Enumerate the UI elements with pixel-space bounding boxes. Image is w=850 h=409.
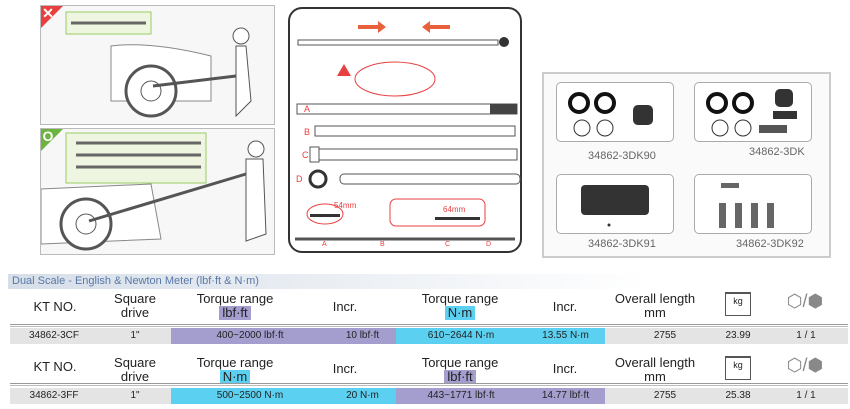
header-text: mm bbox=[644, 305, 666, 320]
header-incr-1: Incr. bbox=[332, 361, 358, 376]
header-text: Torque range bbox=[421, 355, 499, 370]
kt-no: 34862-3CF bbox=[28, 330, 80, 341]
kit-code: 34862-3DK92 bbox=[736, 238, 804, 250]
package-quantity-icon: ⬡/⬢ bbox=[786, 291, 824, 311]
part-label-d: D bbox=[296, 174, 303, 184]
weight-kg-icon: kg bbox=[725, 292, 751, 316]
weight-kg-icon: kg bbox=[725, 356, 751, 380]
header-incr-2: Incr. bbox=[552, 361, 578, 376]
header-text: Torque range bbox=[196, 355, 274, 370]
kit-code: 34862-3DK90 bbox=[588, 150, 656, 162]
assembly-label-a: A bbox=[322, 241, 327, 248]
header-text: Square bbox=[114, 291, 156, 306]
torque-range-1: 500~2500 N·m bbox=[171, 388, 329, 404]
header-text: mm bbox=[644, 369, 666, 384]
kit-image-3dk92 bbox=[694, 174, 812, 234]
part-label-c: C bbox=[302, 150, 309, 160]
pin-length-54: 54mm bbox=[334, 201, 357, 210]
torque-range-2: 610~2644 N·m bbox=[396, 328, 526, 344]
overall-length: 2755 bbox=[653, 390, 677, 401]
header-text: Torque range bbox=[196, 291, 274, 306]
wrench-assembly-drawing bbox=[295, 21, 521, 241]
assembly-label-d: D bbox=[486, 241, 492, 248]
weight: 23.99 bbox=[725, 330, 751, 341]
kit-image-3dk bbox=[694, 82, 812, 142]
header-text: drive bbox=[120, 305, 150, 320]
incr-1: 20 N·m bbox=[329, 388, 396, 404]
kit-code: 34862-3DK91 bbox=[588, 238, 656, 250]
square-drive: 1" bbox=[130, 330, 140, 341]
weight: 25.38 bbox=[725, 390, 751, 401]
part-label-b: B bbox=[304, 127, 311, 137]
correct-usage-illustration: O bbox=[40, 128, 275, 255]
table-title: Dual Scale - English & Newton Meter (lbf… bbox=[8, 274, 648, 289]
assembly-diagram: A B C D 54mm 64mm A B C D bbox=[288, 7, 522, 253]
square-drive: 1" bbox=[130, 390, 140, 401]
header-kt-no: KT NO. bbox=[33, 299, 77, 314]
kt-no: 34862-3FF bbox=[29, 390, 79, 401]
incorrect-usage-illustration: ✕ bbox=[40, 5, 275, 125]
header-text: Overall length bbox=[614, 355, 696, 370]
wrench-truck-wrong-illustration bbox=[65, 11, 252, 118]
unit-badge: lbf·ft bbox=[444, 370, 476, 384]
unit-badge: N·m bbox=[219, 370, 251, 384]
header-text: Torque range bbox=[421, 291, 499, 306]
divider bbox=[10, 383, 848, 386]
assembly-label-b: B bbox=[380, 241, 385, 248]
unit-badge: lbf·ft bbox=[219, 306, 251, 320]
package-quantity-icon: ⬡/⬢ bbox=[786, 355, 824, 375]
kit-code: 34862-3DK bbox=[749, 146, 805, 158]
header-text: drive bbox=[120, 369, 150, 384]
header-incr-1: Incr. bbox=[332, 299, 358, 314]
repair-kits-panel: 34862-3DK90 34862-3DK 34862-3DK91 34862-… bbox=[542, 72, 831, 258]
part-label-a: A bbox=[304, 104, 311, 114]
unit-badge: N·m bbox=[444, 306, 476, 320]
torque-range-2: 443~1771 lbf·ft bbox=[396, 388, 526, 404]
table-row: 34862-3CF 1" 400~2000 lbf·ft 10 lbf·ft 6… bbox=[10, 328, 848, 344]
header-text: Overall length bbox=[614, 291, 696, 306]
incr-2: 14.77 lbf·ft bbox=[526, 388, 605, 404]
table-row: 34862-3FF 1" 500~2500 N·m 20 N·m 443~177… bbox=[10, 388, 848, 404]
package-quantity: 1 / 1 bbox=[796, 330, 816, 341]
assembly-label-c: C bbox=[445, 241, 451, 248]
torque-range-1: 400~2000 lbf·ft bbox=[171, 328, 329, 344]
kit-image-3dk90 bbox=[556, 82, 674, 142]
header-kt-no: KT NO. bbox=[33, 359, 77, 374]
header-incr-2: Incr. bbox=[552, 299, 578, 314]
overall-length: 2755 bbox=[653, 330, 677, 341]
package-quantity: 1 / 1 bbox=[796, 390, 816, 401]
header-text: Square bbox=[114, 355, 156, 370]
wrench-truck-right-illustration bbox=[41, 132, 267, 251]
incr-1: 10 lbf·ft bbox=[329, 328, 396, 344]
divider bbox=[10, 324, 848, 327]
kit-image-3dk91 bbox=[556, 174, 674, 234]
incr-2: 13.55 N·m bbox=[526, 328, 605, 344]
pin-length-64: 64mm bbox=[443, 205, 466, 214]
